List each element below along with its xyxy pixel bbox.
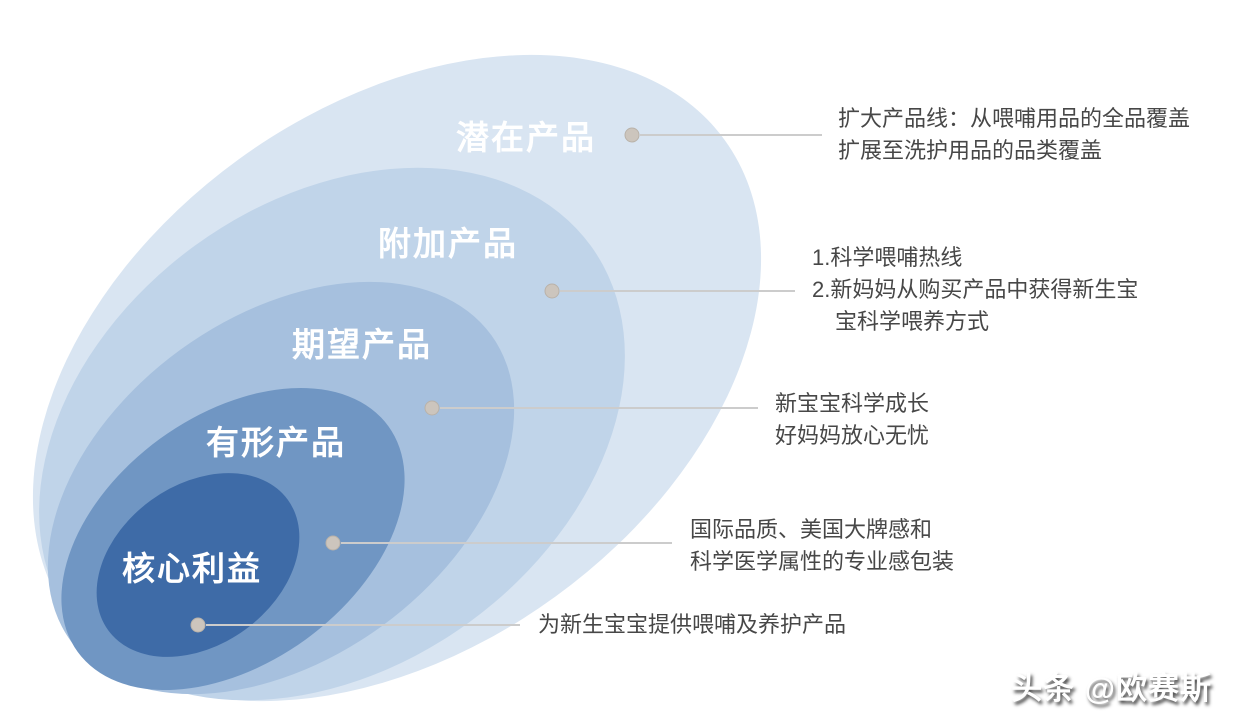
annotation-text-line: 新宝宝科学成长 bbox=[775, 391, 930, 416]
level-label-augmented-product: 附加产品 bbox=[378, 225, 518, 262]
connector-dot-core bbox=[190, 617, 206, 633]
watermark-toutiao: 头条 @欧赛斯 bbox=[1011, 671, 1212, 706]
annotation-text-line: 2.新妈妈从购买产品中获得新生宝 bbox=[812, 277, 1139, 302]
level-label-core-benefit: 核心利益 bbox=[122, 550, 262, 587]
annotation-tangible-product: 国际品质、美国大牌感和 科学医学属性的专业感包装 bbox=[690, 514, 954, 578]
annotation-expected-product: 新宝宝科学成长 好妈妈放心无忧 bbox=[775, 388, 929, 452]
level-label-potential-product: 潜在产品 bbox=[456, 119, 596, 156]
connector-dot-tangible bbox=[325, 535, 341, 551]
connector-dot-potential bbox=[624, 127, 640, 143]
annotation-core-benefit: 为新生宝宝提供喂哺及养护产品 bbox=[538, 609, 846, 641]
annotation-text-line: 扩展至洗护用品的品类覆盖 bbox=[838, 138, 1103, 163]
annotation-text-line: 扩大产品线：从喂哺用品的全品覆盖 bbox=[838, 106, 1191, 131]
annotation-text-line: 好妈妈放心无忧 bbox=[775, 423, 930, 448]
annotation-potential-product: 扩大产品线：从喂哺用品的全品覆盖 扩展至洗护用品的品类覆盖 bbox=[838, 103, 1190, 167]
annotation-text-line: 国际品质、美国大牌感和 bbox=[690, 517, 933, 542]
connector-dot-expected bbox=[424, 400, 440, 416]
annotation-text-line: 为新生宝宝提供喂哺及养护产品 bbox=[538, 612, 847, 637]
ellipse-core-benefit bbox=[96, 473, 300, 657]
annotation-text-line: 科学医学属性的专业感包装 bbox=[690, 549, 955, 574]
level-label-expected-product: 期望产品 bbox=[292, 326, 432, 363]
level-label-tangible-product: 有形产品 bbox=[206, 424, 346, 461]
annotation-text-line: 1.科学喂哺热线 bbox=[812, 245, 963, 270]
annotation-text-line: 宝科学喂养方式 bbox=[835, 309, 990, 334]
annotation-augmented-product: 1.科学喂哺热线 2.新妈妈从购买产品中获得新生宝 宝科学喂养方式 bbox=[812, 242, 1138, 338]
connector-dot-augmented bbox=[544, 283, 560, 299]
